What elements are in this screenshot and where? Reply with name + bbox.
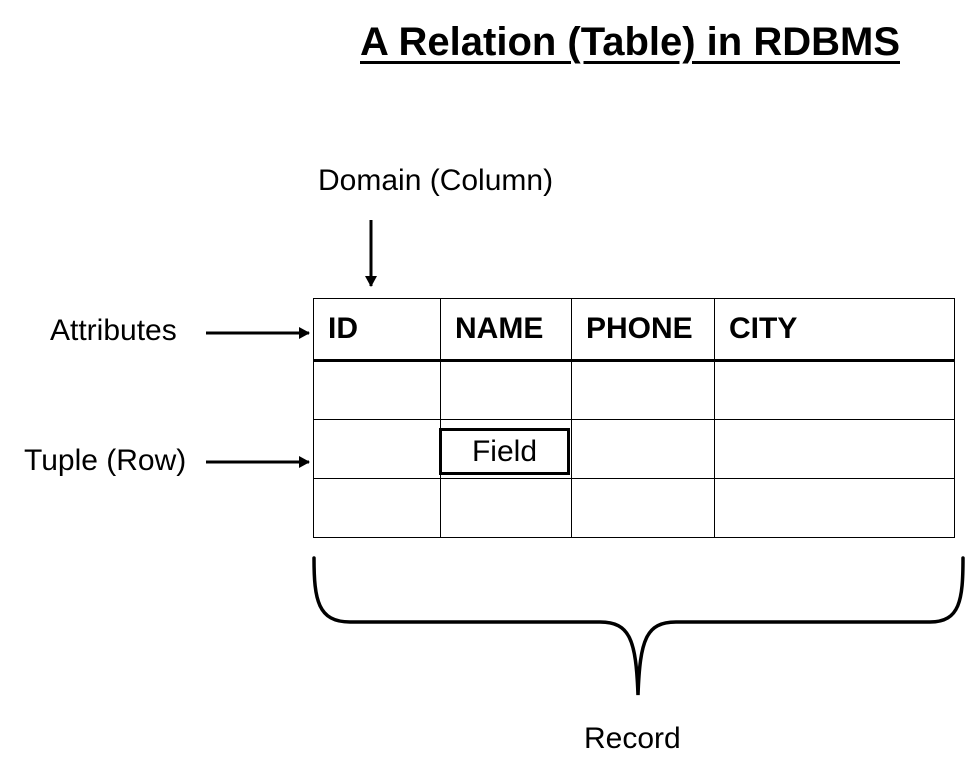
table-cell bbox=[440, 478, 572, 538]
table-cell bbox=[714, 478, 955, 538]
table-cell bbox=[714, 360, 955, 420]
table-row bbox=[313, 360, 955, 420]
field-label: Field bbox=[471, 434, 538, 468]
record-brace bbox=[312, 556, 965, 696]
table-row bbox=[313, 478, 955, 538]
table-row bbox=[313, 419, 955, 479]
column-header-id: ID bbox=[313, 298, 441, 362]
field-highlight-box: Field bbox=[439, 428, 570, 475]
record-label: Record bbox=[584, 722, 681, 755]
header-row: ID NAME PHONE CITY bbox=[313, 298, 955, 362]
diagram-title: A Relation (Table) in RDBMS bbox=[360, 20, 900, 64]
domain-label: Domain (Column) bbox=[318, 164, 554, 197]
table-cell bbox=[571, 360, 715, 420]
tuple-label: Tuple (Row) bbox=[24, 444, 187, 477]
table-cell bbox=[313, 478, 441, 538]
column-header-city: CITY bbox=[714, 298, 955, 362]
table-cell bbox=[313, 360, 441, 420]
table-cell bbox=[571, 478, 715, 538]
column-header-phone: PHONE bbox=[571, 298, 715, 362]
attributes-label: Attributes bbox=[50, 314, 177, 347]
table-cell bbox=[313, 419, 441, 479]
table-cell bbox=[440, 360, 572, 420]
column-header-name: NAME bbox=[440, 298, 572, 362]
relation-table: ID NAME PHONE CITY bbox=[313, 298, 955, 538]
table-cell bbox=[714, 419, 955, 479]
table-cell bbox=[571, 419, 715, 479]
